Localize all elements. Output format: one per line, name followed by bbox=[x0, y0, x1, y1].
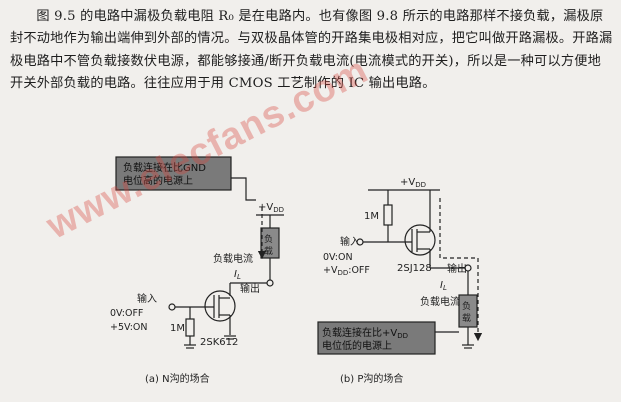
vdd-b-main: +V bbox=[400, 177, 415, 188]
input-on-b: 0V:ON bbox=[323, 252, 353, 263]
note-b-line1: 负载连接在比+VDD bbox=[322, 326, 408, 340]
il-a-sub: L bbox=[237, 273, 241, 281]
transistor-label-a: 2SK612 bbox=[200, 337, 238, 348]
vdd-label-a: +VDD bbox=[258, 202, 284, 214]
resistor-label-b: 1M bbox=[364, 211, 379, 222]
body-paragraph: 图 9.5 的电路中漏极负载电阻 R₀ 是在电路内。也有像图 9.8 所示的电路… bbox=[10, 6, 613, 95]
vdd-label-b: +VDD bbox=[400, 177, 426, 189]
mosfet-circle-a bbox=[204, 290, 236, 322]
note-b-line2: 电位低的电源上 bbox=[322, 339, 392, 352]
caption-a: (a) N沟的场合 bbox=[145, 372, 210, 385]
input-off-b-suffix: :OFF bbox=[348, 265, 370, 276]
input-terminal-a bbox=[168, 303, 176, 311]
input-label-a: 输入 bbox=[137, 292, 157, 305]
load-b-line2: 载 bbox=[462, 312, 471, 324]
caption-b: (b) P沟的场合 bbox=[340, 372, 403, 385]
il-b-sub: L bbox=[443, 284, 447, 292]
output-label-b: 输出 bbox=[447, 262, 467, 275]
resistor-label-a: 1M bbox=[170, 323, 185, 334]
vdd-b-sub: DD bbox=[415, 181, 426, 189]
input-terminal-b bbox=[356, 238, 364, 246]
output-label-a: 输出 bbox=[240, 282, 260, 295]
note-box-a bbox=[115, 156, 232, 191]
note-b-line1-sub: DD bbox=[397, 332, 408, 340]
load-a-line2: 载 bbox=[264, 245, 273, 257]
note-a-line2: 电位高的电源上 bbox=[123, 174, 193, 187]
il-label-a: IL bbox=[234, 269, 241, 281]
resistor-1m-b bbox=[383, 204, 393, 226]
paragraph-text: 图 9.5 的电路中漏极负载电阻 R₀ 是在电路内。也有像图 9.8 所示的电路… bbox=[10, 9, 613, 91]
load-b-line1: 负 bbox=[462, 300, 471, 312]
il-label-b: IL bbox=[440, 280, 447, 292]
mosfet-circle-b bbox=[404, 224, 436, 256]
transistor-label-b: 2SJ128 bbox=[397, 263, 432, 274]
resistor-1m-a bbox=[185, 318, 195, 337]
load-a-line1: 负 bbox=[264, 233, 273, 245]
vdd-a-sub: DD bbox=[273, 206, 284, 214]
note-b-line1-main: 负载连接在比+V bbox=[322, 326, 397, 339]
input-off-a: 0V:OFF bbox=[110, 308, 143, 319]
note-leader-a bbox=[231, 177, 256, 201]
input-on-a: +5V:ON bbox=[110, 322, 148, 333]
vdd-a-main: +V bbox=[258, 202, 273, 213]
il-b-main: I bbox=[440, 280, 443, 291]
load-current-label-a: 负载电流 bbox=[213, 252, 253, 265]
figure-b bbox=[317, 189, 483, 355]
input-off-b: +VDD:OFF bbox=[323, 265, 370, 277]
current-path-b bbox=[439, 198, 483, 342]
note-a-line1: 负载连接在比GND bbox=[123, 161, 206, 174]
output-terminal-a bbox=[266, 279, 274, 287]
input-off-b-sub: DD bbox=[337, 269, 348, 277]
load-current-label-b: 负载电流 bbox=[420, 295, 460, 308]
input-label-b: 输入 bbox=[340, 235, 360, 248]
il-a-main: I bbox=[234, 269, 237, 280]
input-off-b-prefix: +V bbox=[323, 265, 338, 276]
note-box-b bbox=[317, 321, 436, 355]
figure-a bbox=[115, 156, 284, 349]
